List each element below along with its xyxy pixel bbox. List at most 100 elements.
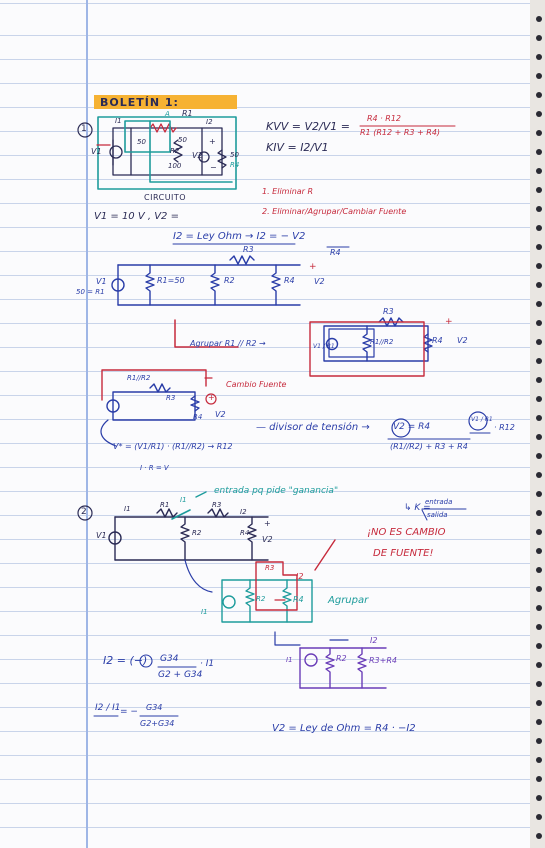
c2-v1: V1 xyxy=(96,277,107,286)
binding-ring xyxy=(536,320,542,326)
c1-r2: R2 xyxy=(170,147,180,155)
c2-r2: R2 xyxy=(224,276,235,285)
c1-minus: − xyxy=(210,163,217,172)
c1-v2: V2 xyxy=(192,151,203,160)
ohm-law: I2 = Ley Ohm → I2 = − V2 xyxy=(173,231,306,242)
c1-v1: V1 xyxy=(91,147,102,156)
agrupar-bracket xyxy=(174,319,239,348)
binding-ring xyxy=(536,719,542,725)
binding-ring xyxy=(536,814,542,820)
c1-r1: R1 xyxy=(182,109,193,118)
binding-ring xyxy=(536,757,542,763)
kiv-label: KIV = I2/V1 xyxy=(266,141,329,154)
c5-r2: R2 xyxy=(192,529,202,537)
circuit-6 xyxy=(221,579,313,623)
k-denominator: salida xyxy=(427,511,448,519)
c1-i1: I1 xyxy=(115,117,122,125)
circuit-1-teal-overlay xyxy=(97,116,237,190)
circuit-6-red-box xyxy=(255,561,298,611)
eq-ratio-denominator: G2+G34 xyxy=(140,719,175,728)
c1-r-50-left: 50 xyxy=(137,138,146,146)
binding-ring xyxy=(536,453,542,459)
binding-ring xyxy=(536,225,542,231)
binding-ring xyxy=(536,700,542,706)
binding-ring xyxy=(536,149,542,155)
binding-ring xyxy=(536,415,542,421)
c7-r34: R3+R4 xyxy=(369,656,397,665)
c2-series-r: 50 = R1 xyxy=(76,288,105,296)
binding-ring xyxy=(536,35,542,41)
circuit-1 xyxy=(109,123,227,176)
c1-r-100: 100 xyxy=(168,162,182,170)
agrupar-note: Agrupar xyxy=(328,595,369,606)
kvv-denominator: R1 (R12 + R3 + R4) xyxy=(360,128,441,137)
v2-factor: · R12 xyxy=(494,423,515,432)
k-label: ↳ K = xyxy=(404,503,431,513)
binding-ring xyxy=(536,681,542,687)
eq-ratio-equals: = − xyxy=(120,707,138,717)
binding-ring xyxy=(536,605,542,611)
binding-ring xyxy=(536,795,542,801)
binding-ring xyxy=(536,472,542,478)
step-1: 1. Eliminar R xyxy=(262,187,314,196)
c5-r1: R1 xyxy=(160,501,170,509)
eq-i2-numerator: G34 xyxy=(160,654,179,664)
circuit-2 xyxy=(111,255,301,306)
margin-line xyxy=(86,0,88,848)
eq-i2-denominator: G2 + G34 xyxy=(158,670,203,680)
circuit-3-inner-box xyxy=(328,328,375,358)
binding-ring xyxy=(536,130,542,136)
binding-ring xyxy=(536,662,542,668)
eq-i2-tail: · I1 xyxy=(200,659,215,669)
eq-ratio: I2 / I1 xyxy=(95,703,121,713)
divisor-note: — divisor de tensión → xyxy=(256,422,370,433)
c7-r2: R2 xyxy=(336,654,347,663)
c2-r3: R3 xyxy=(243,245,254,254)
binding-ring xyxy=(536,491,542,497)
title-highlight xyxy=(94,95,237,109)
c1-i2: I2 xyxy=(206,118,213,126)
step-2: 2. Eliminar/Agrupar/Cambiar Fuente xyxy=(262,207,407,216)
k-numerator: entrada xyxy=(425,498,453,506)
kvv-numerator: R4 · R12 xyxy=(367,114,402,123)
binding-ring xyxy=(536,73,542,79)
c4-plus: + xyxy=(208,393,215,402)
c1-caption: CIRCUITO xyxy=(144,193,187,202)
binding-ring xyxy=(536,206,542,212)
binding-ring xyxy=(536,358,542,364)
spiral-binding xyxy=(531,0,545,848)
circuit-7 xyxy=(299,647,387,689)
c2-r1: R1=50 xyxy=(157,276,185,285)
c5-i2: I2 xyxy=(240,508,247,516)
kvv-label: KVV = V2/V1 = xyxy=(266,120,350,133)
c5-v1: V1 xyxy=(96,531,107,540)
binding-ring xyxy=(536,529,542,535)
binding-ring xyxy=(536,434,542,440)
binding-ring xyxy=(536,548,542,554)
binding-ring xyxy=(536,187,542,193)
c6-r4: R4 xyxy=(293,595,304,604)
c2-r4: R4 xyxy=(284,276,295,285)
binding-ring xyxy=(536,396,542,402)
c1-plus: + xyxy=(209,137,216,146)
warning-line-1: ¡NO ES CAMBIO xyxy=(367,527,446,538)
circuit-4-red-outline xyxy=(101,369,207,401)
circuit-4-red-circle xyxy=(205,393,217,405)
c7-i2: I2 xyxy=(370,636,378,645)
v2-ohm-law: V2 = Ley de Ohm = R4 · −I2 xyxy=(272,723,416,734)
c4-v2: V2 xyxy=(215,410,226,419)
c7-i1: I1 xyxy=(286,656,293,664)
c3-r1r2: R1//R2 xyxy=(370,338,394,346)
c5-i1-mid: I1 xyxy=(180,496,187,504)
c1-r4-val: 50 xyxy=(230,151,239,159)
circuit-3 xyxy=(323,317,433,362)
ohm-denominator: R4 xyxy=(330,248,341,257)
binding-ring xyxy=(536,586,542,592)
c2-v2: V2 xyxy=(314,277,325,286)
c1-a: A xyxy=(165,110,170,118)
c2-plus: + xyxy=(309,262,317,272)
binding-ring xyxy=(536,111,542,117)
binding-ring xyxy=(536,16,542,22)
